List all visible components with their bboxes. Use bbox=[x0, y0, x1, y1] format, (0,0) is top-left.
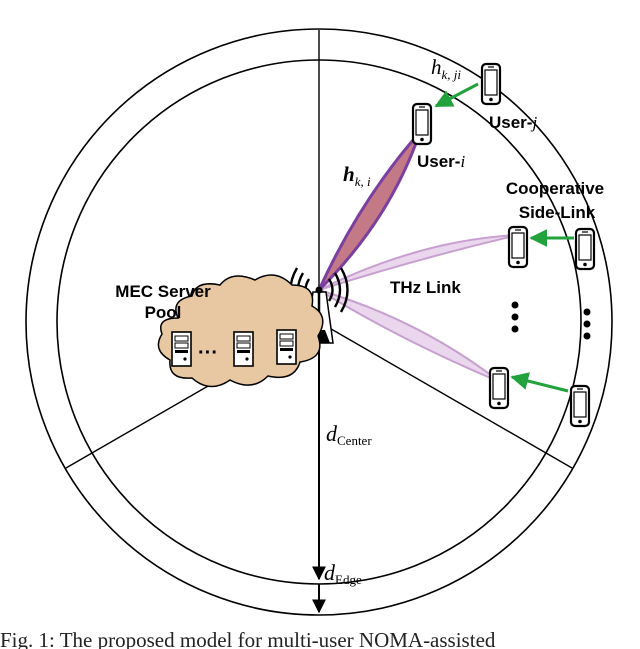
user-i-label: User-i bbox=[417, 152, 465, 171]
smartphone-icon-center-top bbox=[507, 225, 529, 269]
smartphone-icon-edge-top bbox=[574, 227, 596, 271]
figure-caption: Fig. 1: The proposed model for multi-use… bbox=[0, 628, 496, 649]
server-icon bbox=[276, 329, 297, 365]
more-users-dots-center bbox=[511, 301, 519, 333]
server-icon bbox=[233, 331, 254, 367]
mec-pool-label: Pool bbox=[145, 303, 182, 322]
h-k-i-label: hk, i bbox=[343, 162, 371, 189]
side-link-label: Side-Link bbox=[519, 203, 596, 222]
side-link-arrow-j-to-i bbox=[434, 82, 479, 108]
d-center-label: dCenter bbox=[326, 421, 372, 448]
h-k-ji-label: hk, ji bbox=[431, 55, 461, 82]
side-link-arrow-bottom bbox=[510, 372, 569, 393]
edge-region-circle bbox=[25, 28, 613, 616]
smartphone-icon-user-i bbox=[411, 102, 433, 146]
more-users-dots-edge bbox=[583, 308, 591, 340]
beam-to-user-i bbox=[317, 131, 422, 292]
d-edge-label: dEdge bbox=[324, 560, 362, 587]
cooperative-label: Cooperative bbox=[506, 179, 604, 198]
mec-server-label: MEC Server bbox=[115, 282, 211, 301]
smartphone-icon-user-j bbox=[480, 62, 502, 106]
user-j-label: User-j bbox=[489, 113, 537, 132]
thz-link-label: THz Link bbox=[390, 278, 461, 297]
sector-line-lower-right bbox=[318, 321, 573, 469]
smartphone-icon-edge-bottom bbox=[569, 384, 591, 428]
server-dots: ··· bbox=[198, 342, 218, 364]
server-icon bbox=[171, 331, 192, 367]
smartphone-icon-center-bottom bbox=[488, 366, 510, 410]
